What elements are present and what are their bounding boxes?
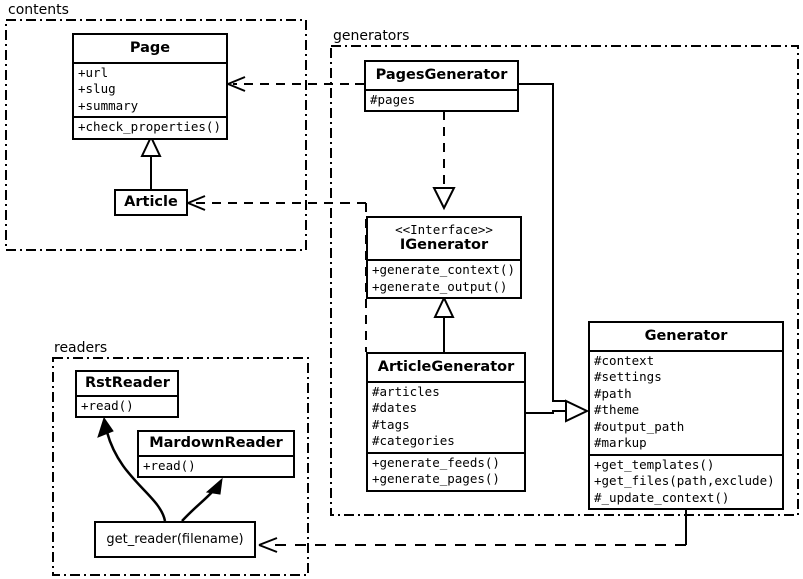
class-name-mardownreader: MardownReader xyxy=(149,435,283,451)
class-attribute: #tags xyxy=(372,416,410,432)
class-name-igenerator: <<Interface>> IGenerator xyxy=(368,218,520,259)
class-operations-rstreader: +read() xyxy=(77,394,177,417)
class-name-label-igenerator: IGenerator xyxy=(399,237,489,254)
class-name-generator: Generator xyxy=(644,328,728,344)
class-attribute: #markup xyxy=(594,435,647,451)
class-attributes-generator: #context #settings #path #theme #output_… xyxy=(590,349,782,454)
class-operation: +generate_output() xyxy=(372,278,508,294)
class-name-article: Article xyxy=(124,194,178,210)
package-frame-generators xyxy=(330,45,799,516)
class-attribute: #dates xyxy=(372,400,418,416)
class-name-rstreader: RstReader xyxy=(85,375,170,391)
class-attributes-pagesgenerator: #pages xyxy=(366,88,517,111)
class-operation: #_update_context() xyxy=(594,489,730,505)
class-operations-igenerator: +generate_context() +generate_output() xyxy=(368,259,520,297)
class-attribute: #theme xyxy=(594,402,640,418)
edge-pagesgenerator-realizes-igenerator xyxy=(432,111,456,211)
class-operation: +read() xyxy=(143,457,196,473)
class-operation: +generate_feeds() xyxy=(372,454,500,470)
class-attribute: #context xyxy=(594,352,655,368)
class-box-mardownreader[interactable]: MardownReader +read() xyxy=(137,430,295,479)
class-operation: +generate_pages() xyxy=(372,471,500,487)
class-name-articlegenerator: ArticleGenerator xyxy=(377,359,515,375)
edge-pagesgenerator-inherits-generator xyxy=(519,83,566,402)
edge-articlegenerator-uses-article xyxy=(187,195,367,352)
package-label-readers: readers xyxy=(54,340,108,356)
class-operation: +read() xyxy=(81,397,134,413)
class-attribute: #path xyxy=(594,385,632,401)
class-attribute: #categories xyxy=(372,433,455,449)
package-frame-contents xyxy=(5,19,307,251)
class-attribute: #articles xyxy=(372,383,440,399)
class-box-page[interactable]: Page +url +slug +summary +check_properti… xyxy=(72,33,228,140)
class-box-articlegenerator[interactable]: ArticleGenerator #articles #dates #tags … xyxy=(366,352,526,492)
class-attribute: #output_path xyxy=(594,418,685,434)
class-operations-articlegenerator: +generate_feeds() +generate_pages() xyxy=(368,451,524,490)
class-attributes-page: +url +slug +summary xyxy=(74,61,226,117)
package-label-contents: contents xyxy=(8,2,69,18)
class-box-rstreader[interactable]: RstReader +read() xyxy=(75,370,179,419)
class-operation: +get_files(path,exclude) xyxy=(594,473,775,489)
class-operation: +check_properties() xyxy=(78,119,221,135)
function-label-get-reader: get_reader(filename) xyxy=(106,532,244,547)
class-name-page: Page xyxy=(129,40,171,56)
package-frame-readers xyxy=(52,357,309,576)
class-stereotype-igenerator: <<Interface>> xyxy=(395,222,493,237)
class-operations-page: +check_properties() xyxy=(74,116,226,138)
edge-article-inherits-page xyxy=(140,134,162,189)
edge-pagesgenerator-uses-page xyxy=(227,76,364,92)
class-box-generator[interactable]: Generator #context #settings #path #them… xyxy=(588,321,784,511)
class-attribute: +url xyxy=(78,64,109,80)
edge-get-reader-returns-mardownreader xyxy=(181,477,223,522)
class-operations-generator: +get_templates() +get_files(path,exclude… xyxy=(590,453,782,509)
class-name-pagesgenerator: PagesGenerator xyxy=(375,67,508,83)
class-box-pagesgenerator[interactable]: PagesGenerator #pages xyxy=(364,60,519,113)
class-box-igenerator[interactable]: <<Interface>> IGenerator +generate_conte… xyxy=(366,216,522,300)
function-box-get-reader[interactable]: get_reader(filename) xyxy=(94,521,256,558)
class-attributes-articlegenerator: #articles #dates #tags #categories xyxy=(368,380,524,452)
class-attribute: +slug xyxy=(78,81,116,97)
class-attribute: +summary xyxy=(78,97,139,113)
class-attribute: #settings xyxy=(594,369,662,385)
class-box-article[interactable]: Article xyxy=(114,189,188,216)
class-operation: +get_templates() xyxy=(594,456,715,472)
package-label-generators: generators xyxy=(333,28,410,44)
edge-get-reader-returns-rstreader xyxy=(97,416,167,522)
class-operations-mardownreader: +read() xyxy=(139,454,293,477)
class-attribute: #pages xyxy=(370,91,416,107)
edge-generator-uses-get-reader xyxy=(258,504,687,553)
edge-articlegenerator-inherits-generator xyxy=(526,399,590,423)
class-operation: +generate_context() xyxy=(372,262,515,278)
edge-articlegenerator-inherits-igenerator xyxy=(433,295,455,352)
